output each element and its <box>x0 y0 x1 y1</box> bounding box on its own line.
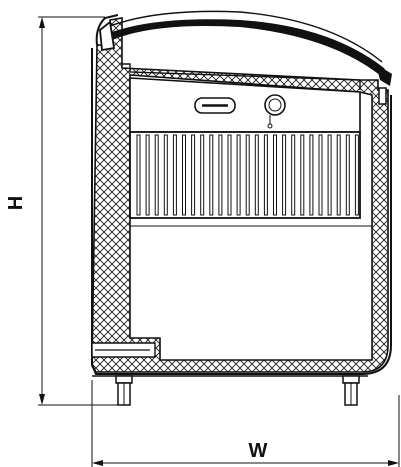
thermostat-knob-inner <box>268 98 282 112</box>
basket-slat <box>318 134 323 216</box>
sliding-lid <box>99 10 392 105</box>
width-label: W <box>249 440 268 462</box>
height-arrow-bottom <box>39 394 45 405</box>
basket-slat <box>182 134 186 216</box>
basket-slat <box>309 134 314 216</box>
castor-left <box>115 375 133 406</box>
basket-slat <box>354 134 359 216</box>
basket-slat <box>163 134 168 216</box>
lid-hinge-left <box>99 20 116 52</box>
basket-slat <box>209 134 214 216</box>
lid-handle-clip <box>378 87 387 105</box>
basket-slat <box>145 134 150 216</box>
width-arrow-left <box>92 460 103 466</box>
basket-slat <box>154 134 159 216</box>
basket-slat <box>327 134 332 216</box>
basket-slat <box>236 134 241 216</box>
basket-slat <box>282 134 287 216</box>
inner-lid-rail <box>122 63 361 90</box>
basket-slat <box>136 134 141 216</box>
basket-slat <box>291 134 296 216</box>
thermostat-pin <box>267 123 273 129</box>
height-arrow-top <box>39 17 45 28</box>
width-arrow-right <box>388 460 399 466</box>
basket-slat <box>300 134 305 216</box>
lid-handle-right <box>376 64 392 86</box>
basket-slat <box>227 134 232 216</box>
basket-slat <box>191 134 196 216</box>
height-label: H <box>5 196 27 210</box>
basket-slat <box>263 134 268 216</box>
lid-outer-glass <box>99 10 383 63</box>
basket-slat <box>345 134 350 216</box>
control-panel <box>129 77 361 133</box>
basket-slat <box>172 134 177 216</box>
lid-frame <box>104 19 388 76</box>
height-dimension: H <box>5 16 120 406</box>
basket-slat <box>336 134 341 216</box>
basket-slat <box>254 134 259 216</box>
basket-slats <box>136 134 359 216</box>
castor-right <box>342 375 360 406</box>
base-details <box>91 342 368 377</box>
cabinet-insulation <box>91 17 389 373</box>
basket-slat <box>245 134 250 216</box>
wire-basket <box>129 131 361 219</box>
width-dimension: W <box>91 380 400 467</box>
basket-slat <box>273 134 277 216</box>
basket-slat <box>218 134 223 216</box>
basket-slat <box>200 134 205 216</box>
cabinet-outer-skin <box>91 14 392 375</box>
